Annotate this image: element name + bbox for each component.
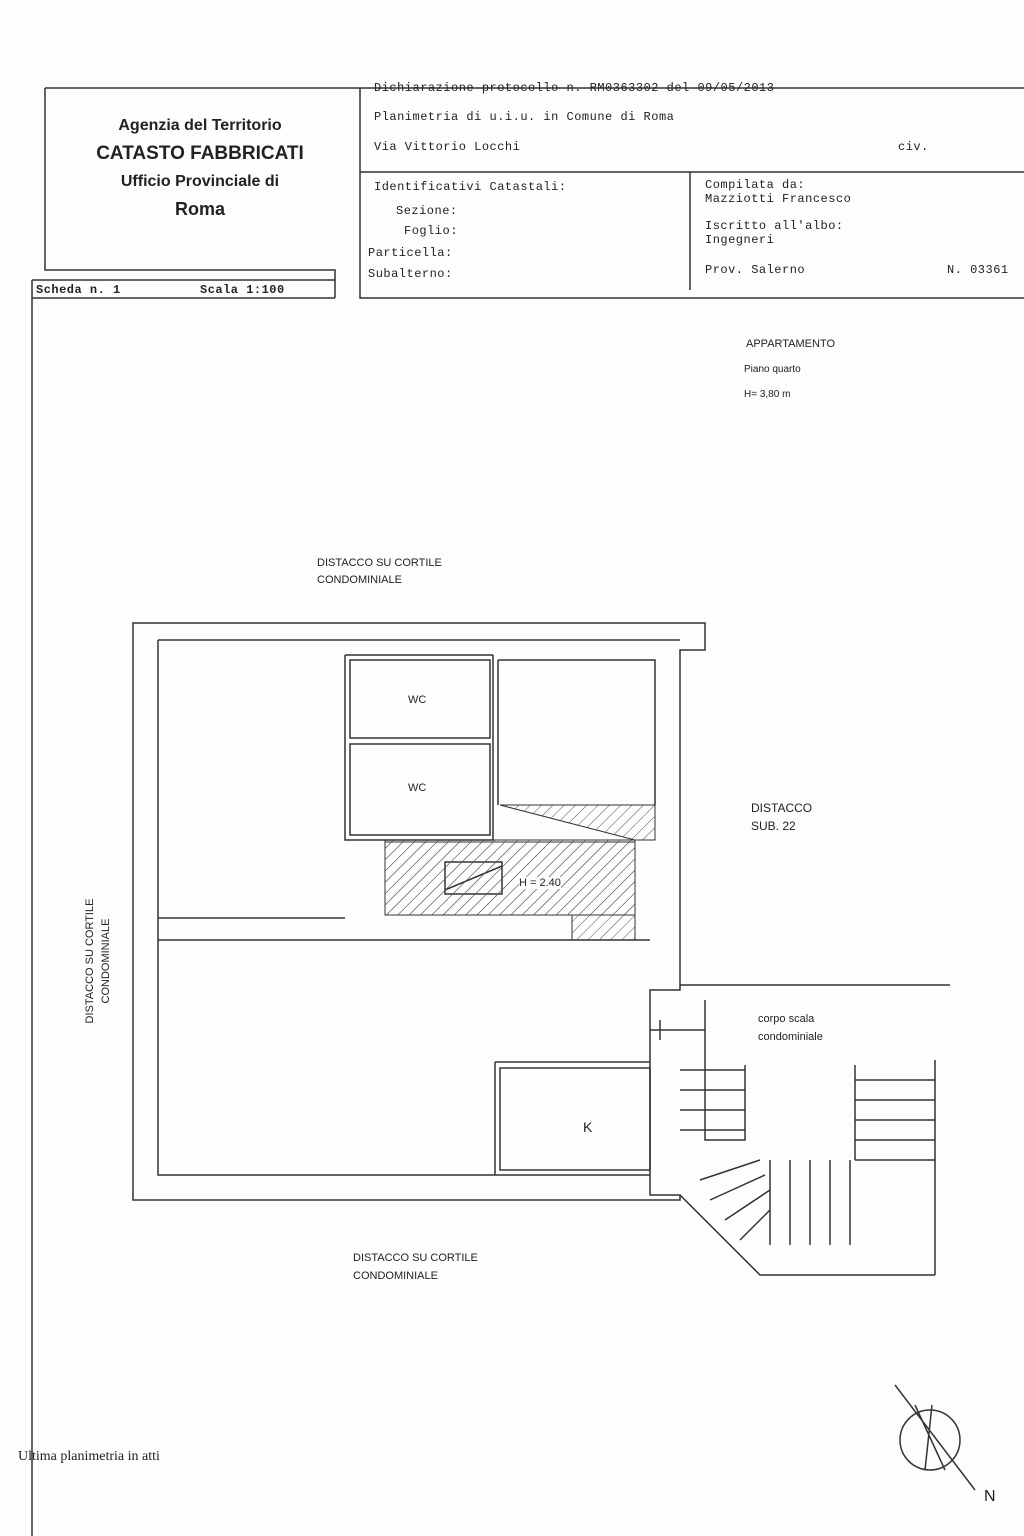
sheet-number: Scheda n. 1 [36,283,121,297]
office-name: Ufficio Provinciale di [120,173,280,190]
declaration-text: Dichiarazione protocollo n. RM0363302 de… [374,81,775,95]
north-label: N [984,1488,996,1505]
compiled-by-label: Compilata da: [705,178,806,192]
hatched-area [384,804,656,941]
catasto-title: CATASTO FABBRICATI [96,143,304,164]
province: Prov. Salerno [705,263,806,277]
identifiers-title: Identificativi Catastali: [374,180,567,194]
bottom-note-1: DISTACCO SU CORTILE [353,1252,478,1264]
foglio-label: Foglio: [404,224,458,238]
hatched-height-label: H = 2.40 [519,877,561,889]
top-note-2: CONDOMINIALE [317,574,402,586]
right-note-1: DISTACCO [751,801,813,815]
subalterno-label: Subalterno: [368,267,453,281]
stairwell-outline [679,984,950,1276]
wc-label-1: WC [408,694,427,706]
kitchen-label: K [583,1119,593,1135]
civic-number-label: civ. [898,140,929,154]
address: Via Vittorio Locchi [374,140,521,154]
plan-municipality: Planimetria di u.i.u. in Comune di Roma [374,110,675,124]
floor-level: Piano quarto [744,364,801,375]
wc-room-2 [349,743,491,836]
registered-label: Iscritto all'albo: [705,219,844,233]
ceiling-height: H= 3,80 m [744,389,791,400]
agency-name: Agenzia del Territorio [118,117,282,134]
particella-label: Particella: [368,246,453,260]
top-note-1: DISTACCO SU CORTILE [317,557,442,569]
wc-label-2: WC [408,782,427,794]
right-note-2: SUB. 22 [751,819,796,833]
stair-label-2: condominiale [758,1031,823,1043]
unit-type: APPARTAMENTO [746,338,836,350]
last-plan-note: Ultima planimetria in atti [18,1449,160,1464]
compass-circle [899,1409,961,1471]
registry: Ingegneri [705,233,775,247]
registration-number: N. 03361 [947,263,1009,277]
sezione-label: Sezione: [396,204,458,218]
wc-room-1 [349,659,491,739]
scale: Scala 1:100 [200,283,285,297]
stair-label-1: corpo scala [758,1013,815,1025]
kitchen-room [494,1061,651,1175]
compiler-name: Mazziotti Francesco [705,192,852,206]
left-note-2: CONDOMINIALE [100,918,112,1004]
bottom-note-2: CONDOMINIALE [353,1270,438,1282]
apartment-outline [132,622,706,1201]
left-note-1: DISTACCO SU CORTILE [84,898,96,1024]
office-city: Roma [174,199,225,219]
